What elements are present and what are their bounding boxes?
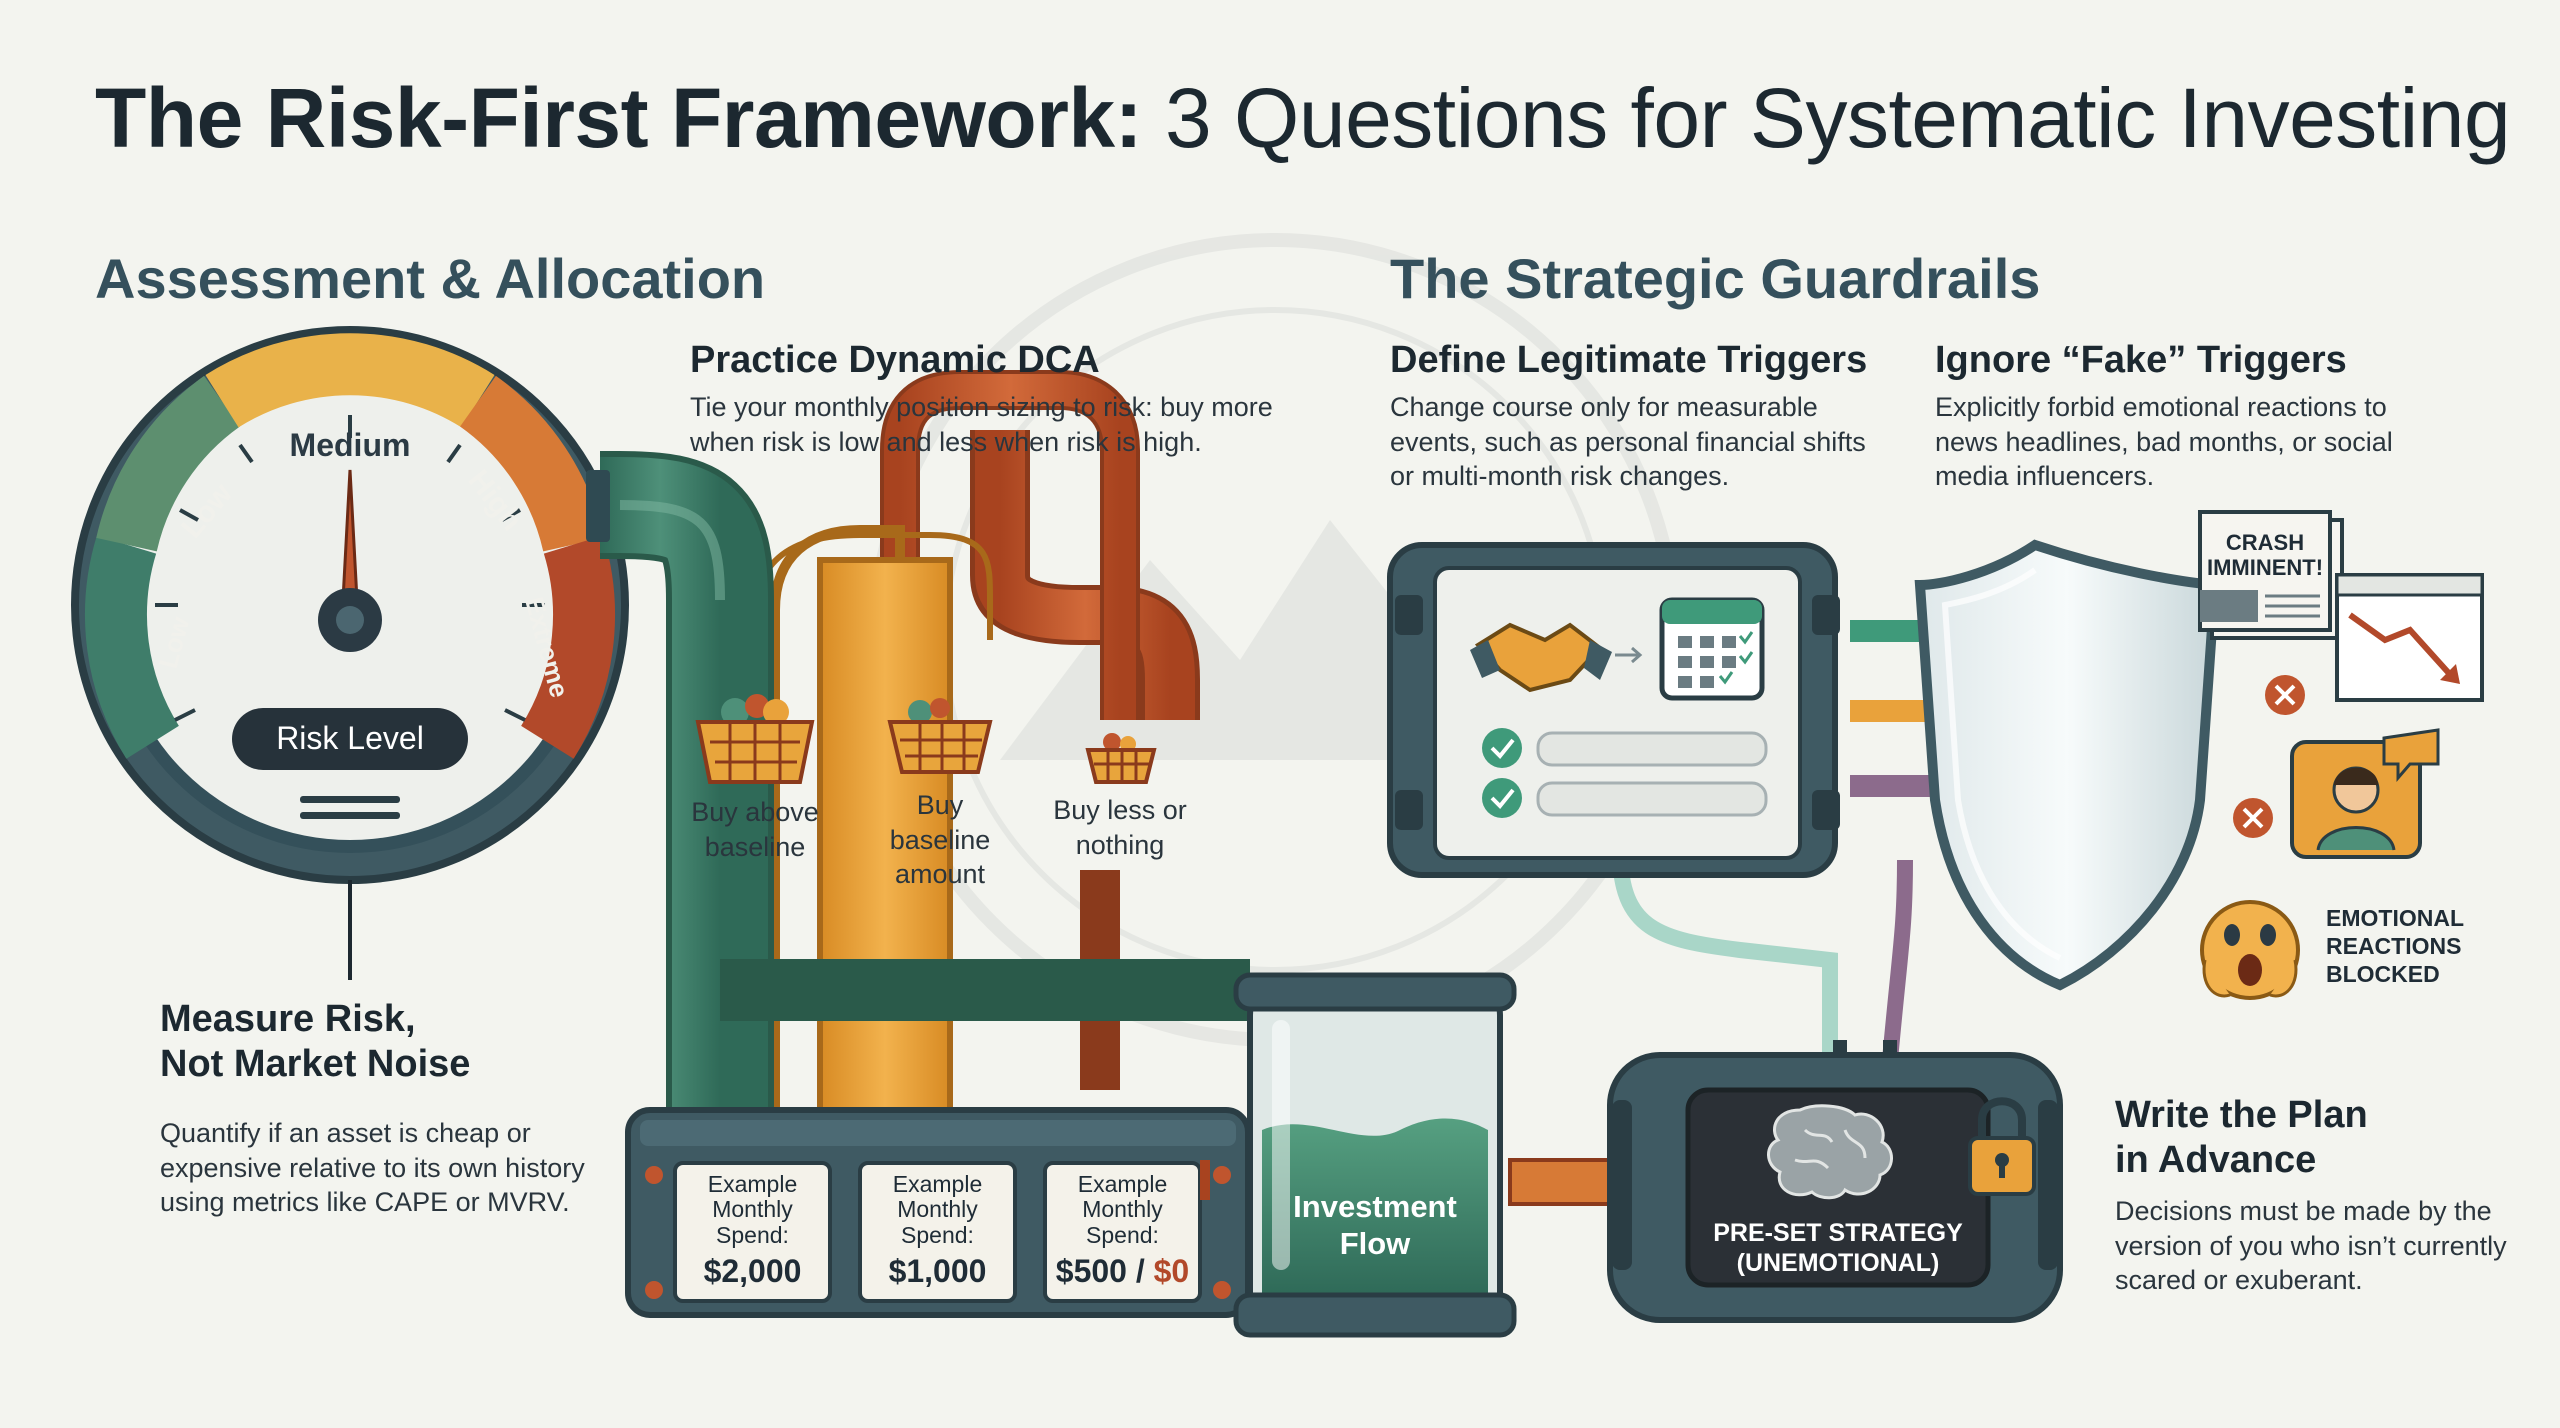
preset-strategy-l1: PRE-SET STRATEGY xyxy=(1713,1219,1963,1247)
spend-card-l2: Monthly xyxy=(1082,1196,1163,1223)
newspaper-headline-l1: CRASH xyxy=(2225,530,2305,555)
pipe-label-baseline-l2: baseline xyxy=(889,824,991,855)
spend-card-l1: Example xyxy=(892,1171,983,1197)
spend-card-l2: Monthly xyxy=(712,1196,793,1223)
legit-heading: Define Legitimate Triggers xyxy=(1390,339,1868,381)
pipe-label-above: Buy above baseline xyxy=(665,795,845,864)
tank-label: Investment Flow xyxy=(1255,1188,1495,1262)
scream-emoji-icon xyxy=(2200,900,2300,1000)
preset-strategy-label: PRE-SET STRATEGY (UNEMOTIONAL) xyxy=(1688,1218,1988,1278)
blocked-label-l3: BLOCKED xyxy=(2326,961,2440,988)
spend-card-l3: Spend: xyxy=(1086,1221,1159,1248)
investment-tank xyxy=(1200,972,1622,1338)
pipe-label-above-l1: Buy above xyxy=(691,797,819,827)
check-icon xyxy=(1482,728,1768,818)
plan-heading-l1: Write the Plan xyxy=(2115,1094,2368,1136)
tank-label-l1: Investment xyxy=(1293,1189,1457,1224)
chart-down-icon xyxy=(2335,573,2484,702)
page-title-rest: 3 Questions for Systematic Investing xyxy=(1164,71,2511,165)
calendar-icon xyxy=(1659,597,1765,701)
page-title: The Risk-First Framework: 3 Questions fo… xyxy=(95,70,2511,167)
spend-card-amount-main: $500 xyxy=(1055,1252,1127,1289)
pipe-label-less-l2: nothing xyxy=(1075,829,1165,860)
blocked-label-l2: REACTIONS xyxy=(2326,933,2462,960)
tank-label-l2: Flow xyxy=(1339,1226,1411,1262)
anxious-face-icon xyxy=(2290,728,2440,859)
spend-card-l3: Spend: xyxy=(901,1221,974,1248)
measure-heading-l1: Measure Risk, xyxy=(160,998,416,1040)
spend-card-amount-alt: $0 xyxy=(1153,1252,1190,1289)
measure-body: Quantify if an asset is cheap or expensi… xyxy=(160,1118,585,1218)
gauge-icon: Low Low Medium High Extreme Risk Level xyxy=(71,326,629,980)
brain-icon xyxy=(1767,1104,1893,1200)
fake-heading: Ignore “Fake” Triggers xyxy=(1935,339,2347,381)
x-icon xyxy=(2233,798,2273,838)
newspaper-headline-l2: IMMINENT! xyxy=(2206,555,2324,581)
spend-card-500: Example Monthly Spend: $500 / $0 xyxy=(1045,1171,1200,1289)
spend-card-amount: $2,000 xyxy=(703,1252,802,1289)
spend-card-l1: Example xyxy=(707,1171,798,1197)
spend-card-amount: $500 / $0 xyxy=(1045,1252,1200,1289)
pipe-label-baseline-l3: amount xyxy=(894,859,986,890)
plan-heading: Write the Plan in Advance xyxy=(2115,1093,2368,1183)
handshake-icon xyxy=(1470,622,1643,693)
spend-card-l1: Example xyxy=(1077,1171,1168,1197)
dca-heading: Practice Dynamic DCA xyxy=(690,339,1100,381)
spend-card-2000: Example Monthly Spend: $2,000 xyxy=(675,1171,830,1289)
dca-pipes xyxy=(586,370,1250,1113)
preset-strategy-l2: (UNEMOTIONAL) xyxy=(1736,1249,1940,1277)
basket-icon xyxy=(695,694,815,784)
measure-heading-l2: Not Market Noise xyxy=(160,1042,471,1085)
gauge-label-medium: Medium xyxy=(290,427,411,463)
fake-body: Explicitly forbid emotional reactions to… xyxy=(1935,392,2393,492)
spend-card-amount: $1,000 xyxy=(888,1252,987,1289)
plan-heading-l2: in Advance xyxy=(2115,1138,2317,1181)
spend-card-l3: Spend: xyxy=(716,1221,789,1248)
dca-body: Tie your monthly position sizing to risk… xyxy=(690,392,1273,457)
newspaper-headline: CRASH IMMINENT! xyxy=(2200,530,2330,581)
pipe-label-less: Buy less or nothing xyxy=(1035,793,1205,862)
section-heading-left: Assessment & Allocation xyxy=(95,247,766,310)
blocked-label-l1: EMOTIONAL xyxy=(2326,905,2464,931)
shield-icon xyxy=(1882,539,2221,1061)
page-title-bold: The Risk-First Framework: xyxy=(95,71,1143,165)
legit-body: Change course only for measurable events… xyxy=(1390,392,1866,492)
pipe-label-above-l2: baseline xyxy=(704,831,806,862)
basket-icon xyxy=(1085,733,1157,784)
blocked-label: EMOTIONAL REACTIONS BLOCKED xyxy=(2326,904,2464,988)
basket-icon xyxy=(887,698,993,774)
spend-manifold xyxy=(625,1107,1251,1318)
x-icon xyxy=(2265,675,2305,715)
plan-body: Decisions must be made by the version of… xyxy=(2115,1196,2507,1296)
spend-card-l2: Monthly xyxy=(897,1196,978,1223)
measure-heading: Measure Risk, Not Market Noise xyxy=(160,997,470,1087)
lock-icon xyxy=(1968,1097,2036,1196)
newspaper-icon xyxy=(2198,510,2344,640)
section-heading-right: The Strategic Guardrails xyxy=(1390,247,2041,310)
pipe-label-baseline-l1: Buy xyxy=(916,790,964,820)
pipe-label-baseline: Buy baseline amount xyxy=(860,788,1020,892)
spend-card-amount-sep: / xyxy=(1126,1252,1154,1289)
pipe-label-less-l1: Buy less or xyxy=(1053,795,1187,825)
spend-card-1000: Example Monthly Spend: $1,000 xyxy=(860,1171,1015,1289)
gauge-center-label: Risk Level xyxy=(276,720,424,756)
